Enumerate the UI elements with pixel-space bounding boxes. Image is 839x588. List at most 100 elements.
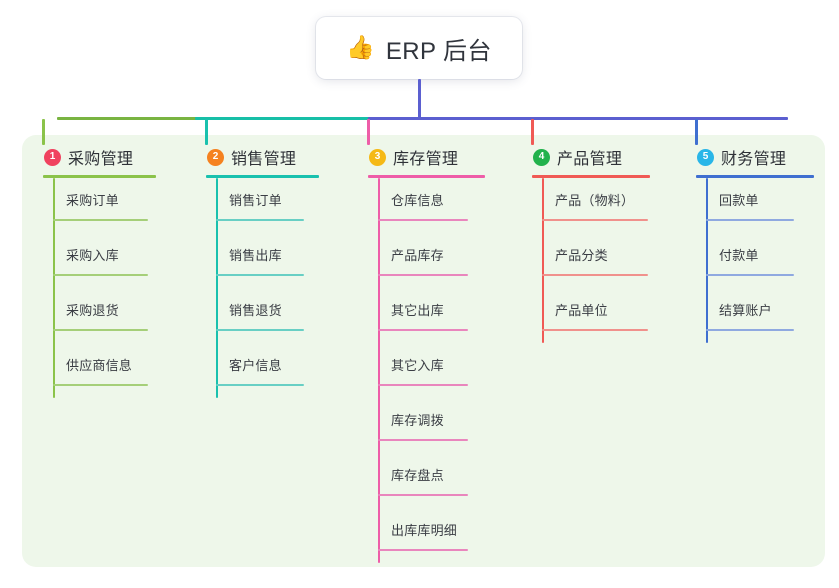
branch-item-rule bbox=[378, 384, 468, 386]
branch-item-label: 采购退货 bbox=[66, 303, 119, 318]
branch-header-rule bbox=[696, 175, 814, 178]
branch-item-label: 其它入库 bbox=[391, 358, 444, 373]
branch-item-rule bbox=[378, 329, 468, 331]
branch-item[interactable]: 供应商信息 bbox=[53, 343, 198, 398]
trunk-segment-indigo bbox=[368, 117, 788, 120]
root-node-content: 👍 ERP 后台 bbox=[346, 31, 492, 66]
branch-item-label: 产品库存 bbox=[391, 248, 444, 263]
branch-item-list: 仓库信息产品库存其它出库其它入库库存调拨库存盘点出库库明细 bbox=[378, 178, 523, 563]
branch-item-rule bbox=[542, 329, 648, 331]
branch-item-rule bbox=[378, 549, 468, 551]
thumbs-up-icon: 👍 bbox=[346, 34, 375, 61]
branch-header-4[interactable]: 4 产品管理 bbox=[522, 146, 687, 168]
branch-item[interactable]: 销售退货 bbox=[216, 288, 361, 343]
branch-item[interactable]: 产品分类 bbox=[542, 233, 687, 288]
branch-item[interactable]: 产品（物料） bbox=[542, 178, 687, 233]
branch-item[interactable]: 产品库存 bbox=[378, 233, 523, 288]
branch-item-list: 回款单付款单结算账户 bbox=[706, 178, 839, 343]
branch-item-list: 采购订单采购入库采购退货供应商信息 bbox=[53, 178, 198, 398]
branch-spine bbox=[216, 178, 218, 398]
branch-title: 库存管理 bbox=[393, 151, 459, 168]
branch-item-label: 库存盘点 bbox=[391, 468, 444, 483]
branch-header-3[interactable]: 3 库存管理 bbox=[358, 146, 523, 168]
branch-item-list: 产品（物料） 产品分类产品单位 bbox=[542, 178, 687, 343]
branch-item[interactable]: 出库库明细 bbox=[378, 508, 523, 563]
branch-item-rule bbox=[378, 274, 468, 276]
branch-item-rule bbox=[216, 274, 304, 276]
branch-item-label: 销售出库 bbox=[229, 248, 282, 263]
branch-item-label: 付款单 bbox=[719, 248, 759, 263]
branch-item-label: 销售退货 bbox=[229, 303, 282, 318]
branch-title: 财务管理 bbox=[721, 151, 787, 168]
branch-column-4[interactable]: 4 产品管理产品（物料） 产品分类产品单位 bbox=[522, 146, 687, 343]
column-drop-connector-3 bbox=[367, 119, 370, 145]
branch-title: 销售管理 bbox=[231, 151, 297, 168]
branch-item[interactable]: 其它出库 bbox=[378, 288, 523, 343]
branch-item-rule bbox=[53, 384, 148, 386]
branch-header-rule bbox=[206, 175, 319, 178]
branch-item[interactable]: 其它入库 bbox=[378, 343, 523, 398]
column-drop-connector-4 bbox=[531, 119, 534, 145]
branch-item-rule bbox=[378, 219, 468, 221]
branch-item[interactable]: 结算账户 bbox=[706, 288, 839, 343]
branch-item-label: 结算账户 bbox=[719, 303, 772, 318]
root-node-title: ERP 后台 bbox=[385, 37, 492, 65]
branch-number-badge: 1 bbox=[44, 148, 61, 166]
branch-item-rule bbox=[53, 329, 148, 331]
branch-item-rule bbox=[216, 329, 304, 331]
branch-item[interactable]: 库存调拨 bbox=[378, 398, 523, 453]
branch-item-list: 销售订单销售出库销售退货客户信息 bbox=[216, 178, 361, 398]
branch-item-label: 销售订单 bbox=[229, 193, 282, 208]
branch-number-badge: 4 bbox=[533, 148, 550, 166]
branch-number-badge: 5 bbox=[697, 148, 714, 166]
branch-item-label: 出库库明细 bbox=[391, 523, 458, 538]
branch-title: 产品管理 bbox=[557, 151, 623, 168]
branch-item-label: 库存调拨 bbox=[391, 413, 444, 428]
branch-header-5[interactable]: 5 财务管理 bbox=[686, 146, 839, 168]
branch-column-5[interactable]: 5 财务管理回款单付款单结算账户 bbox=[686, 146, 839, 343]
branch-item-label: 客户信息 bbox=[229, 358, 282, 373]
branch-item-label: 采购入库 bbox=[66, 248, 119, 263]
branch-item-label: 采购订单 bbox=[66, 193, 119, 208]
branch-spine bbox=[542, 178, 544, 343]
branch-number-badge: 3 bbox=[369, 148, 386, 166]
branch-item-rule bbox=[53, 219, 148, 221]
branch-item-rule bbox=[542, 219, 648, 221]
branch-item-label: 产品单位 bbox=[555, 303, 608, 318]
branch-item-rule bbox=[706, 274, 794, 276]
branch-item[interactable]: 库存盘点 bbox=[378, 453, 523, 508]
branch-header-rule bbox=[368, 175, 485, 178]
branch-item[interactable]: 仓库信息 bbox=[378, 178, 523, 233]
branch-item-rule bbox=[216, 219, 304, 221]
branch-item-label: 供应商信息 bbox=[66, 358, 133, 373]
branch-item-label: 产品（物料） bbox=[555, 193, 635, 208]
branch-item[interactable]: 客户信息 bbox=[216, 343, 361, 398]
branch-item[interactable]: 回款单 bbox=[706, 178, 839, 233]
root-stem-connector bbox=[418, 79, 421, 119]
branch-column-3[interactable]: 3 库存管理仓库信息产品库存其它出库其它入库库存调拨库存盘点出库库明细 bbox=[358, 146, 523, 563]
branch-item[interactable]: 付款单 bbox=[706, 233, 839, 288]
branch-item[interactable]: 采购订单 bbox=[53, 178, 198, 233]
branch-item[interactable]: 采购退货 bbox=[53, 288, 198, 343]
trunk-segment-teal bbox=[195, 117, 370, 120]
branch-spine bbox=[53, 178, 55, 398]
branch-header-rule bbox=[532, 175, 650, 178]
column-drop-connector-5 bbox=[695, 119, 698, 145]
branch-spine bbox=[378, 178, 380, 563]
branch-item[interactable]: 产品单位 bbox=[542, 288, 687, 343]
branch-item-label: 其它出库 bbox=[391, 303, 444, 318]
branch-spine bbox=[706, 178, 708, 343]
branch-item[interactable]: 销售出库 bbox=[216, 233, 361, 288]
branch-item[interactable]: 销售订单 bbox=[216, 178, 361, 233]
column-drop-connector-2 bbox=[205, 119, 208, 145]
root-node[interactable]: 👍 ERP 后台 bbox=[316, 17, 522, 79]
branch-item[interactable]: 采购入库 bbox=[53, 233, 198, 288]
branch-item-rule bbox=[53, 274, 148, 276]
branch-item-rule bbox=[216, 384, 304, 386]
branch-header-rule bbox=[43, 175, 156, 178]
